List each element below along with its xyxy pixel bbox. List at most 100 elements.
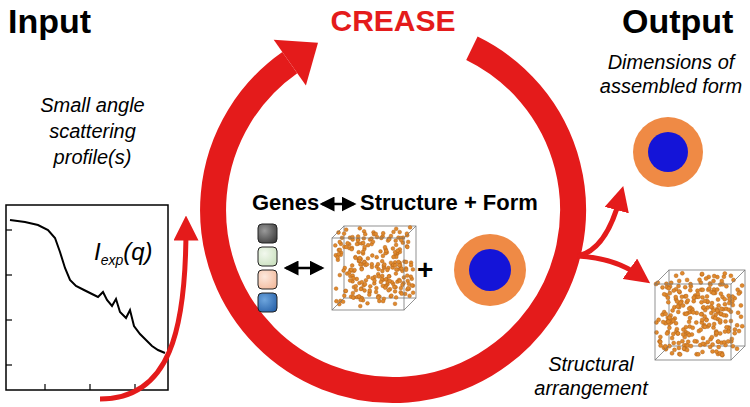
particle <box>688 288 692 292</box>
particle <box>387 288 391 292</box>
axis-subscript: exp <box>101 252 124 268</box>
particle <box>681 332 685 336</box>
particle <box>404 268 408 272</box>
output-caption: Dimensions of assembled form <box>597 50 745 98</box>
particle <box>405 274 409 278</box>
particle <box>714 331 718 335</box>
particle <box>335 299 339 303</box>
particle <box>366 243 370 247</box>
particle <box>676 305 680 309</box>
particle <box>678 352 682 356</box>
shell-circle <box>454 234 526 306</box>
particle <box>408 294 412 298</box>
particle <box>352 276 356 280</box>
particle <box>661 320 665 324</box>
particle <box>725 325 729 329</box>
particle <box>716 340 720 344</box>
particle <box>740 324 744 328</box>
particle <box>674 274 678 278</box>
particle <box>709 305 713 309</box>
particle <box>670 351 674 355</box>
double-arrow <box>286 267 322 270</box>
particle <box>409 263 413 267</box>
particle <box>364 278 368 282</box>
particle <box>366 275 370 279</box>
particle <box>374 290 378 294</box>
output-caption: Structural arrangement <box>528 352 654 400</box>
particle <box>699 328 703 332</box>
particle <box>684 325 688 329</box>
particle <box>344 289 348 293</box>
particle <box>354 255 358 259</box>
particle <box>685 278 689 282</box>
particle <box>355 277 359 281</box>
particle <box>667 286 671 290</box>
particle <box>712 279 716 283</box>
particle <box>366 257 370 261</box>
cube-edge <box>344 226 416 298</box>
plus-sign: + <box>417 253 433 287</box>
particle <box>383 263 387 267</box>
particle <box>723 302 727 306</box>
particle <box>691 311 695 315</box>
particle <box>718 331 722 335</box>
gene-square <box>258 270 277 289</box>
particle <box>701 350 705 354</box>
particle <box>408 226 412 230</box>
particle <box>387 274 391 278</box>
particle <box>663 344 667 348</box>
intensity-label: Iexp(q) <box>94 238 153 269</box>
particle <box>363 289 367 293</box>
section-heading: Input <box>8 1 91 42</box>
particle <box>666 300 670 304</box>
cube-edge <box>404 226 416 238</box>
particle <box>359 287 363 291</box>
particle <box>342 269 346 273</box>
particle <box>694 321 698 325</box>
particle <box>705 294 709 298</box>
double-arrow <box>322 203 354 206</box>
particle <box>368 284 372 288</box>
particle <box>700 318 704 322</box>
particle <box>730 337 734 341</box>
particle <box>661 285 665 289</box>
particle <box>671 332 675 336</box>
particle <box>354 256 358 260</box>
particle <box>363 245 367 249</box>
cube-edge <box>332 298 344 310</box>
particle <box>716 309 720 313</box>
particle <box>394 239 398 243</box>
particle <box>693 339 697 343</box>
particle <box>658 335 662 339</box>
particle <box>392 255 396 259</box>
core-circle <box>648 132 688 172</box>
particle <box>396 249 400 253</box>
cube-edge <box>404 298 416 310</box>
particle <box>686 299 690 303</box>
particle <box>723 297 727 301</box>
particle <box>691 326 695 330</box>
particle <box>360 280 364 284</box>
particle <box>701 306 705 310</box>
cube-edge <box>655 346 669 360</box>
particle <box>376 262 380 266</box>
particle <box>700 272 704 276</box>
gene-square <box>258 247 277 266</box>
particle <box>711 349 715 353</box>
particle <box>390 294 394 298</box>
particle <box>354 288 358 292</box>
particle <box>668 291 672 295</box>
particle <box>394 296 398 300</box>
particle <box>705 318 709 322</box>
particle <box>704 277 708 281</box>
particle <box>379 250 383 254</box>
particle <box>702 305 706 309</box>
particle <box>735 323 739 327</box>
particle <box>735 347 739 351</box>
cube-edge <box>332 226 344 238</box>
particle <box>376 296 380 300</box>
core-circle <box>469 249 511 291</box>
particle <box>358 256 362 260</box>
particle <box>394 272 398 276</box>
particle <box>737 329 741 333</box>
